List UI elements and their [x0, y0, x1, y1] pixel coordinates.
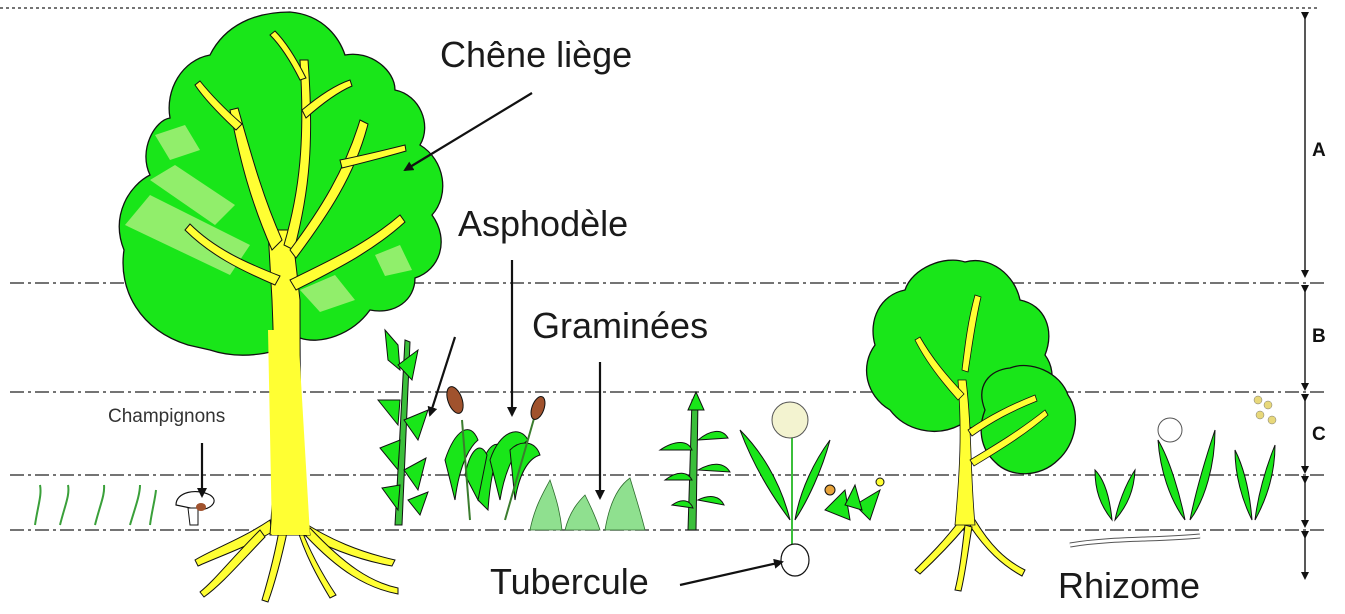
stratum-label-c: C — [1312, 424, 1326, 445]
stratum-label-b: B — [1312, 326, 1326, 347]
small-flower-plant — [824, 477, 885, 521]
cattail-plants — [444, 386, 546, 521]
label-champignons: Champignons — [108, 406, 225, 427]
tall-leafy-plant — [376, 328, 429, 526]
stratum-label-a: A — [1312, 140, 1326, 161]
arrow-tubercule — [679, 558, 784, 587]
cork-oak-tree — [118, 11, 444, 603]
grass-tufts — [529, 477, 646, 531]
corn-plant — [658, 390, 731, 531]
arrow-chene-liege — [403, 92, 533, 172]
mushroom — [175, 491, 215, 526]
label-chene-liege: Chêne liège — [440, 34, 632, 75]
label-graminees: Graminées — [532, 305, 708, 346]
small-grass-left — [34, 484, 157, 526]
label-asphodele: Asphodèle — [458, 203, 628, 244]
cork-oak-crown — [118, 11, 444, 356]
label-tubercule: Tubercule — [490, 561, 649, 602]
pointer-arrows — [197, 92, 784, 587]
small-tree — [865, 259, 1077, 592]
label-rhizome: Rhizome — [1058, 565, 1200, 606]
tuber-plant — [739, 401, 831, 577]
arrow-asphodele-1 — [427, 336, 457, 417]
rhizome-plants — [1069, 395, 1277, 548]
